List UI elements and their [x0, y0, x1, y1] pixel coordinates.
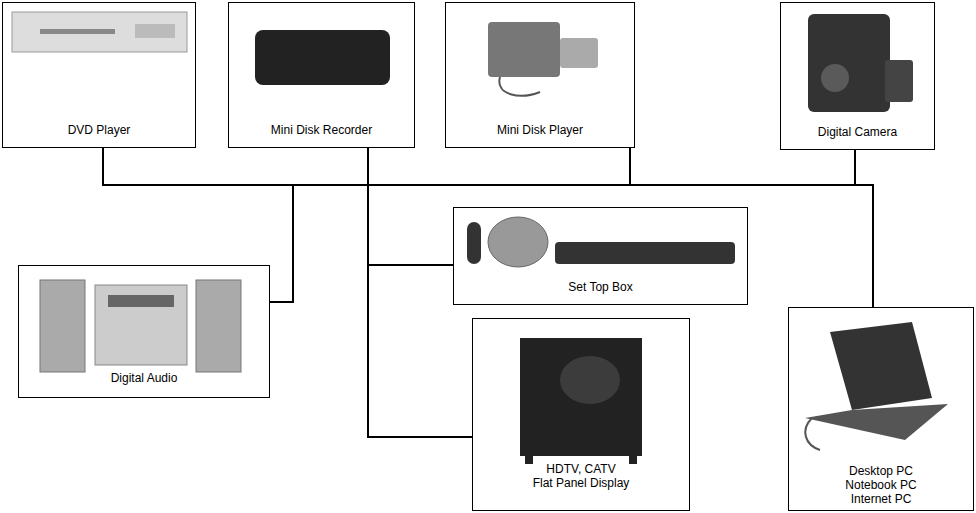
bus-connector: [103, 148, 368, 185]
bus-connector: [368, 150, 855, 437]
bus-connector: [270, 148, 630, 302]
front-panel: [135, 24, 175, 38]
stereo-display: [108, 295, 174, 307]
pc-box: Desktop PCNotebook PCInternet PC: [788, 307, 974, 511]
bus-connector: [270, 148, 368, 302]
bus-connector: [368, 148, 630, 185]
dvd-player-picture: [12, 12, 187, 52]
minidisk-player-picture: [488, 22, 560, 77]
device-label: Mini Disk Recorder: [271, 123, 372, 137]
bus-connector: [270, 150, 855, 302]
device-label: Flat Panel Display: [533, 476, 630, 490]
speaker-picture: [40, 280, 85, 372]
camera-lens: [821, 64, 849, 92]
device-label: Mini Disk Player: [497, 123, 583, 137]
headphone-cable: [499, 77, 540, 96]
receiver-picture: [555, 242, 735, 264]
set-top-box: Set Top Box: [453, 207, 748, 305]
device-label: Set Top Box: [568, 280, 633, 294]
bus-connector: [368, 148, 453, 265]
camera-grip: [885, 60, 913, 102]
bus-connector: [270, 185, 472, 437]
bus-connector: [368, 148, 855, 185]
minidisk-unit: [560, 38, 598, 68]
bus-connector: [855, 150, 873, 307]
bus-connector: [368, 185, 472, 437]
minidisk-recorder-box: Mini Disk Recorder: [228, 2, 415, 148]
speaker-picture: [196, 280, 241, 372]
bus-connector: [368, 185, 873, 307]
minidisk-player-box: Mini Disk Player: [445, 2, 635, 148]
bus-connector: [103, 148, 293, 302]
minidisk-recorder-picture: [255, 30, 390, 85]
digital-audio-box: Digital Audio: [18, 265, 270, 398]
device-label: Notebook PC: [845, 478, 916, 492]
digital-camera-box: Digital Camera: [780, 2, 935, 150]
laptop-base-picture: [805, 404, 948, 440]
bus-connector: [368, 148, 873, 307]
device-label: Internet PC: [851, 492, 912, 506]
bus-connector: [630, 148, 873, 307]
tv-picture: [520, 338, 642, 456]
stereo-unit-picture: [95, 285, 187, 365]
laptop-cable: [805, 418, 820, 450]
bus-connector: [270, 185, 453, 302]
tv-foot: [629, 456, 637, 464]
bus-connector: [270, 185, 873, 307]
tv-screen: [560, 356, 620, 404]
laptop-screen-picture: [830, 322, 932, 410]
remote-picture: [467, 222, 481, 264]
device-label: Digital Audio: [111, 371, 178, 385]
bus-connector: [630, 148, 855, 185]
device-label: Digital Camera: [818, 125, 897, 139]
camera-picture: [808, 14, 890, 112]
dvd-player-box: DVD Player: [2, 2, 196, 148]
device-label: HDTV, CATV: [546, 462, 615, 476]
disc-slot: [40, 29, 115, 34]
bus-connector: [368, 148, 472, 437]
device-label: DVD Player: [68, 123, 131, 137]
dish-picture: [488, 217, 548, 267]
display-box: HDTV, CATVFlat Panel Display: [472, 318, 690, 511]
device-label: Desktop PC: [849, 464, 913, 478]
bus-connector: [103, 148, 855, 185]
tv-foot: [525, 456, 533, 464]
bus-connector: [103, 148, 453, 265]
bus-connector: [103, 148, 630, 185]
